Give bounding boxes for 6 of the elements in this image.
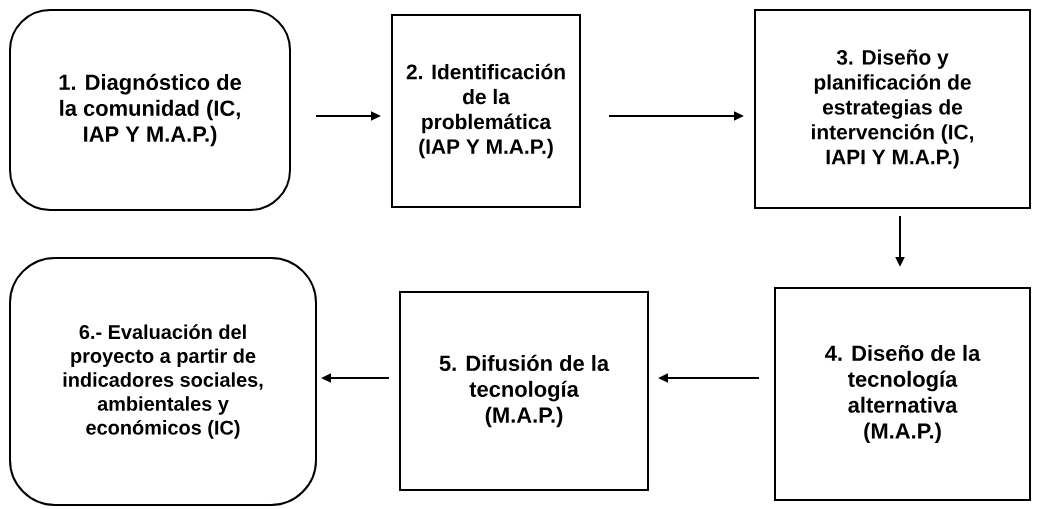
process-box: 3. Diseño y planificación de estrategias de intervención (IC, IAPI Y M.A.P.) <box>754 9 1031 209</box>
rounded-box: 6.- Evaluación del proyecto a partir de indicadores sociales, ambientales y económicos (IC) <box>9 257 317 506</box>
process-box: 5. Difusión de la tecnología (M.A.P.) <box>399 291 649 491</box>
process-box: 4. Diseño de la tecnología alternativa (M.A.P.) <box>774 287 1031 501</box>
process-box: 2. Identificación de la problemática (IAP Y M.A.P.) <box>391 14 581 208</box>
rounded-box: 1. Diagnóstico de la comunidad (IC, IAP Y M.A.P.) <box>9 9 291 211</box>
